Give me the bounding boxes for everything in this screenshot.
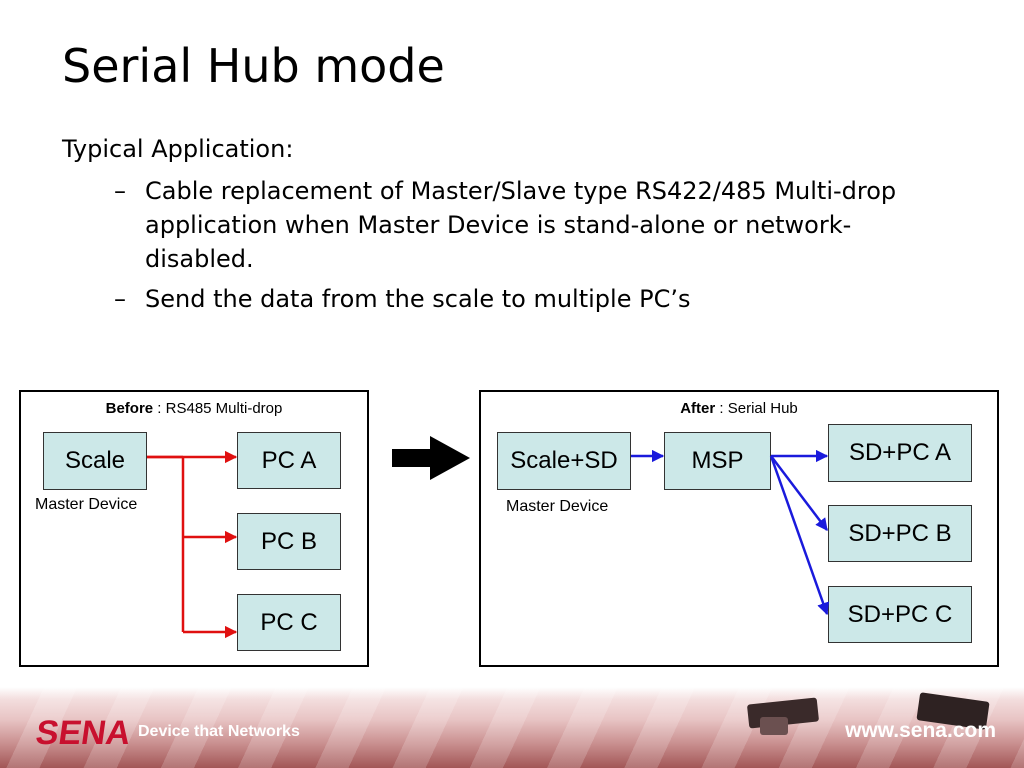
- after-slave-node: SD+PC B: [828, 505, 972, 562]
- before-caption: Before : RS485 Multi-drop: [21, 400, 367, 417]
- website-url[interactable]: www.sena.com: [845, 719, 996, 742]
- after-slave-node: SD+PC C: [828, 586, 972, 643]
- intro-text: Typical Application:: [62, 135, 294, 163]
- before-master-note: Master Device: [35, 496, 138, 513]
- bullet-dash: –: [114, 285, 126, 313]
- brand-tagline: Device that Networks: [138, 723, 300, 740]
- bullet-item: –Cable replacement of Master/Slave type …: [114, 174, 904, 276]
- before-slave-node: PC B: [237, 513, 341, 570]
- after-master-note: Master Device: [506, 498, 609, 515]
- before-slave-node: PC C: [237, 594, 341, 651]
- bullet-text: Send the data from the scale to multiple…: [145, 285, 691, 313]
- before-slave-node: PC A: [237, 432, 341, 489]
- brand-logo: SENA: [33, 714, 134, 752]
- bullet-dash: –: [114, 177, 126, 205]
- before-caption-bold: Before: [105, 400, 154, 417]
- connector-image: [760, 717, 788, 735]
- after-caption: After : Serial Hub: [481, 400, 997, 417]
- before-caption-text: : RS485 Multi-drop: [153, 400, 283, 417]
- transition-arrow: [392, 436, 470, 480]
- bullet-text: Cable replacement of Master/Slave type R…: [145, 177, 897, 273]
- slide-title: Serial Hub mode: [62, 39, 445, 93]
- footer-stripes: [0, 687, 1024, 768]
- after-caption-text: : Serial Hub: [715, 400, 798, 417]
- bullet-list: –Cable replacement of Master/Slave type …: [114, 174, 904, 322]
- big-right-arrow: [392, 436, 470, 480]
- after-slave-node: SD+PC A: [828, 424, 972, 482]
- after-master-node: Scale+SD: [497, 432, 631, 490]
- bullet-item: –Send the data from the scale to multipl…: [114, 282, 904, 316]
- after-caption-bold: After: [680, 400, 716, 417]
- footer-banner: SENA Device that Networks www.sena.com: [0, 687, 1024, 768]
- hub-node: MSP: [664, 432, 771, 490]
- before-master-node: Scale: [43, 432, 147, 490]
